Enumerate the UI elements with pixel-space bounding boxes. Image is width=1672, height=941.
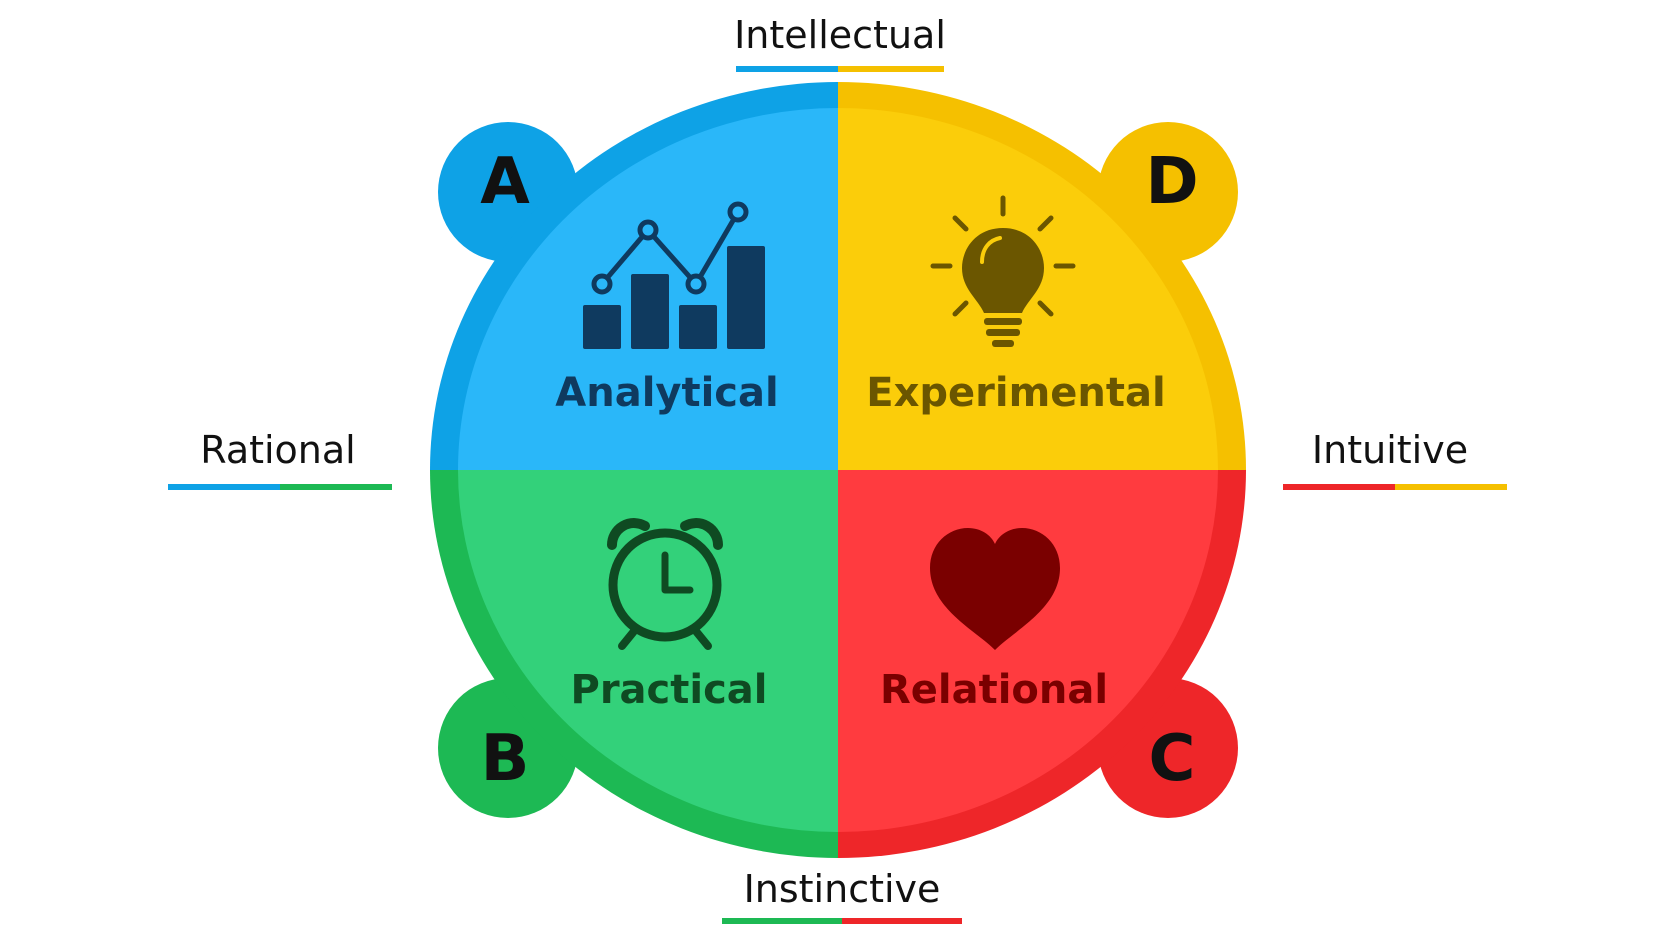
axis-label-bottom: Instinctive bbox=[744, 867, 941, 911]
badge-letter-a: A bbox=[480, 145, 530, 219]
axis-underline-bottom-left bbox=[722, 918, 842, 924]
quadrant-label-analytical: Analytical bbox=[555, 370, 778, 416]
axis-underline-top-left bbox=[736, 66, 838, 72]
axis-underline-right-left bbox=[1283, 484, 1395, 490]
quadrant-label-practical: Practical bbox=[571, 667, 768, 713]
axis-label-top: Intellectual bbox=[734, 13, 946, 57]
quadrant-label-relational: Relational bbox=[880, 667, 1108, 713]
axis-label-left: Rational bbox=[200, 428, 356, 472]
axis-right: Intuitive bbox=[1283, 428, 1507, 490]
axis-underline-right-right bbox=[1395, 484, 1507, 490]
axis-underline-bottom-right bbox=[842, 918, 962, 924]
heart-icon bbox=[930, 528, 1060, 650]
alarm-clock-icon bbox=[607, 518, 723, 650]
badge-letter-c: C bbox=[1149, 722, 1196, 796]
lightbulb-icon bbox=[930, 195, 1076, 347]
disc-quadrants bbox=[458, 108, 1218, 832]
badge-letter-b: B bbox=[481, 722, 530, 796]
axis-underline-left-right bbox=[280, 484, 392, 490]
quadrant-b bbox=[458, 470, 838, 832]
badge-letter-d: D bbox=[1145, 145, 1198, 219]
axis-left: Rational bbox=[168, 428, 392, 490]
axis-top: Intellectual bbox=[734, 13, 946, 72]
axis-label-right: Intuitive bbox=[1312, 428, 1468, 472]
axis-underline-top-right bbox=[838, 66, 944, 72]
axis-bottom: Instinctive bbox=[722, 867, 962, 924]
bar-line-chart-icon bbox=[583, 201, 765, 349]
quadrant-label-experimental: Experimental bbox=[866, 370, 1165, 416]
axis-underline-left-left bbox=[168, 484, 280, 490]
